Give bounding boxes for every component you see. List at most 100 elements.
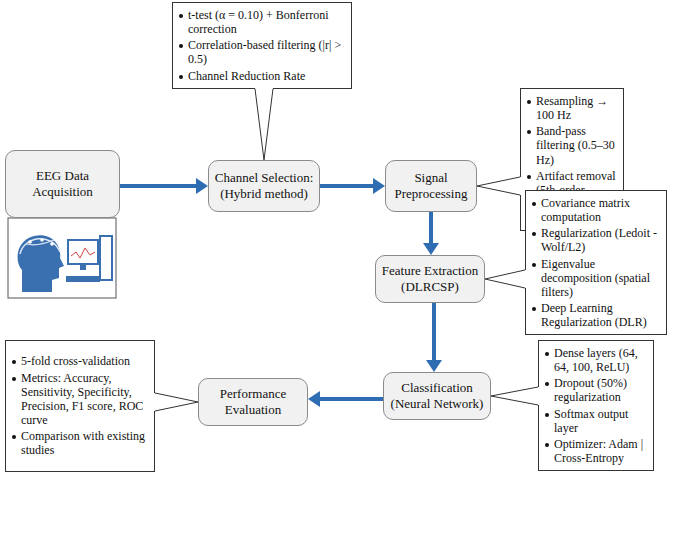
arrow-shaft <box>120 184 198 188</box>
pointer-fill <box>491 387 538 405</box>
pointer-gap <box>154 393 157 411</box>
bullet-dot <box>12 435 16 439</box>
pointer-outline <box>485 270 525 288</box>
callout-pointer <box>477 177 520 195</box>
bullet-item: Covariance matrix computation <box>531 196 661 224</box>
bullet-dot <box>179 14 183 18</box>
pointer-outline <box>155 393 198 411</box>
bullet-text: Regularization (Ledoit - Wolf/L2) <box>541 226 661 254</box>
bullet-item: 5-fold cross-validation <box>11 354 149 368</box>
process-box: EEG Data Acquisition <box>5 150 120 218</box>
flow-arrow <box>120 178 208 194</box>
eeg-cap-line <box>20 239 60 254</box>
bullet-item: Correlation-based filtering (|r| > 0.5) <box>178 38 346 66</box>
keyboard <box>66 276 100 282</box>
bullet-item: Channel Reduction Rate <box>178 69 346 83</box>
bullet-text: Optimizer: Adam | Cross-Entropy <box>554 437 648 465</box>
bullet-text: Deep Learning Regularization (DLR) <box>541 301 661 329</box>
box-label: Classification (Neural Network) <box>388 380 486 411</box>
bullet-text: 5-fold cross-validation <box>21 354 130 368</box>
bullet-item: t-test (α = 0.10) + Bonferroni correctio… <box>178 8 346 36</box>
process-box: Performance Evaluation <box>198 378 308 426</box>
bullet-dot <box>179 75 183 79</box>
bullet-item: Regularization (Ledoit - Wolf/L2) <box>531 226 661 254</box>
arrow-head <box>373 178 385 194</box>
pointer-gap <box>519 177 522 195</box>
computer-tower <box>100 236 112 280</box>
bullet-text: Comparison with existing studies <box>21 429 149 457</box>
arrow-shaft <box>320 184 375 188</box>
bullet-item: Optimizer: Adam | Cross-Entropy <box>544 437 648 465</box>
callout-pointer <box>485 270 525 288</box>
detail-callout: 5-fold cross-validationMetrics: Accuracy… <box>5 340 155 472</box>
bullet-dot <box>12 377 16 381</box>
bullet-text: Correlation-based filtering (|r| > 0.5) <box>188 38 346 66</box>
callout-pointer <box>155 393 198 411</box>
bullet-dot <box>545 382 549 386</box>
process-box: Signal Preprocessing <box>385 160 477 212</box>
pointer-fill <box>485 270 525 288</box>
bullet-item: Softmax output layer <box>544 407 648 435</box>
bullet-item: Comparison with existing studies <box>11 429 149 457</box>
bullet-item: Deep Learning Regularization (DLR) <box>531 301 661 329</box>
callout-pointer <box>255 89 273 160</box>
bullet-dot <box>532 307 536 311</box>
process-box: Classification (Neural Network) <box>383 372 491 420</box>
electrode <box>50 242 54 246</box>
bullet-dot <box>532 202 536 206</box>
bullet-dot <box>545 413 549 417</box>
bullet-dot <box>179 44 183 48</box>
box-label: Signal Preprocessing <box>390 170 472 201</box>
bullet-text: Softmax output layer <box>554 407 648 435</box>
bullet-dot <box>532 232 536 236</box>
box-label: EEG Data Acquisition <box>10 168 115 199</box>
bullet-dot <box>532 263 536 267</box>
flow-arrow <box>308 391 383 407</box>
pointer-gap <box>537 387 540 405</box>
pointer-outline <box>477 177 520 195</box>
pointer-gap <box>524 270 527 288</box>
bullet-text: Metrics: Accuracy, Sensitivity, Specific… <box>21 371 149 428</box>
bullet-item: Eigenvalue decomposition (spatial filter… <box>531 257 661 299</box>
monitor-stand <box>80 264 86 270</box>
flow-arrow <box>423 212 439 255</box>
detail-callout: Dense layers (64, 64, 100, ReLU)Dropout … <box>538 340 654 471</box>
box-label: Feature Extraction (DLRCSP) <box>380 263 480 294</box>
bullet-text: t-test (α = 0.10) + Bonferroni correctio… <box>188 8 346 36</box>
bullet-item: Dropout (50%) regularization <box>544 376 648 404</box>
arrow-head <box>423 243 439 255</box>
bullet-dot <box>527 175 531 179</box>
arrow-head <box>308 391 320 407</box>
arrow-shaft <box>432 303 436 362</box>
bullet-item: Metrics: Accuracy, Sensitivity, Specific… <box>11 371 149 428</box>
pointer-fill <box>155 393 198 411</box>
bullet-item: Resampling → 100 Hz <box>526 94 618 122</box>
bullet-dot <box>545 443 549 447</box>
detail-callout: t-test (α = 0.10) + Bonferroni correctio… <box>172 2 352 89</box>
box-label: Performance Evaluation <box>203 386 303 417</box>
head-silhouette <box>18 235 64 292</box>
bullet-dot <box>527 130 531 134</box>
bullet-text: Dropout (50%) regularization <box>554 376 648 404</box>
electrode <box>40 238 44 242</box>
flow-arrow <box>320 178 385 194</box>
bullet-text: Band-pass filtering (0.5–30 Hz) <box>536 124 618 166</box>
arrow-shaft <box>429 212 433 245</box>
bullet-text: Eigenvalue decomposition (spatial filter… <box>541 257 661 299</box>
flow-arrow <box>426 303 442 372</box>
bullet-text: Resampling → 100 Hz <box>536 94 618 122</box>
arrow-shaft <box>318 397 383 401</box>
bullet-dot <box>12 360 16 364</box>
detail-callout: Covariance matrix computationRegularizat… <box>525 190 667 335</box>
arrow-head <box>196 178 208 194</box>
arrow-head <box>426 360 442 372</box>
pointer-outline <box>491 387 538 405</box>
bullet-item: Dense layers (64, 64, 100, ReLU) <box>544 346 648 374</box>
pointer-fill <box>255 89 273 160</box>
bullet-text: Covariance matrix computation <box>541 196 661 224</box>
pointer-fill <box>477 177 520 195</box>
eeg-cap-line <box>26 240 54 245</box>
process-box: Channel Selection: (Hybrid method) <box>208 160 320 212</box>
illustration-frame <box>8 218 116 298</box>
